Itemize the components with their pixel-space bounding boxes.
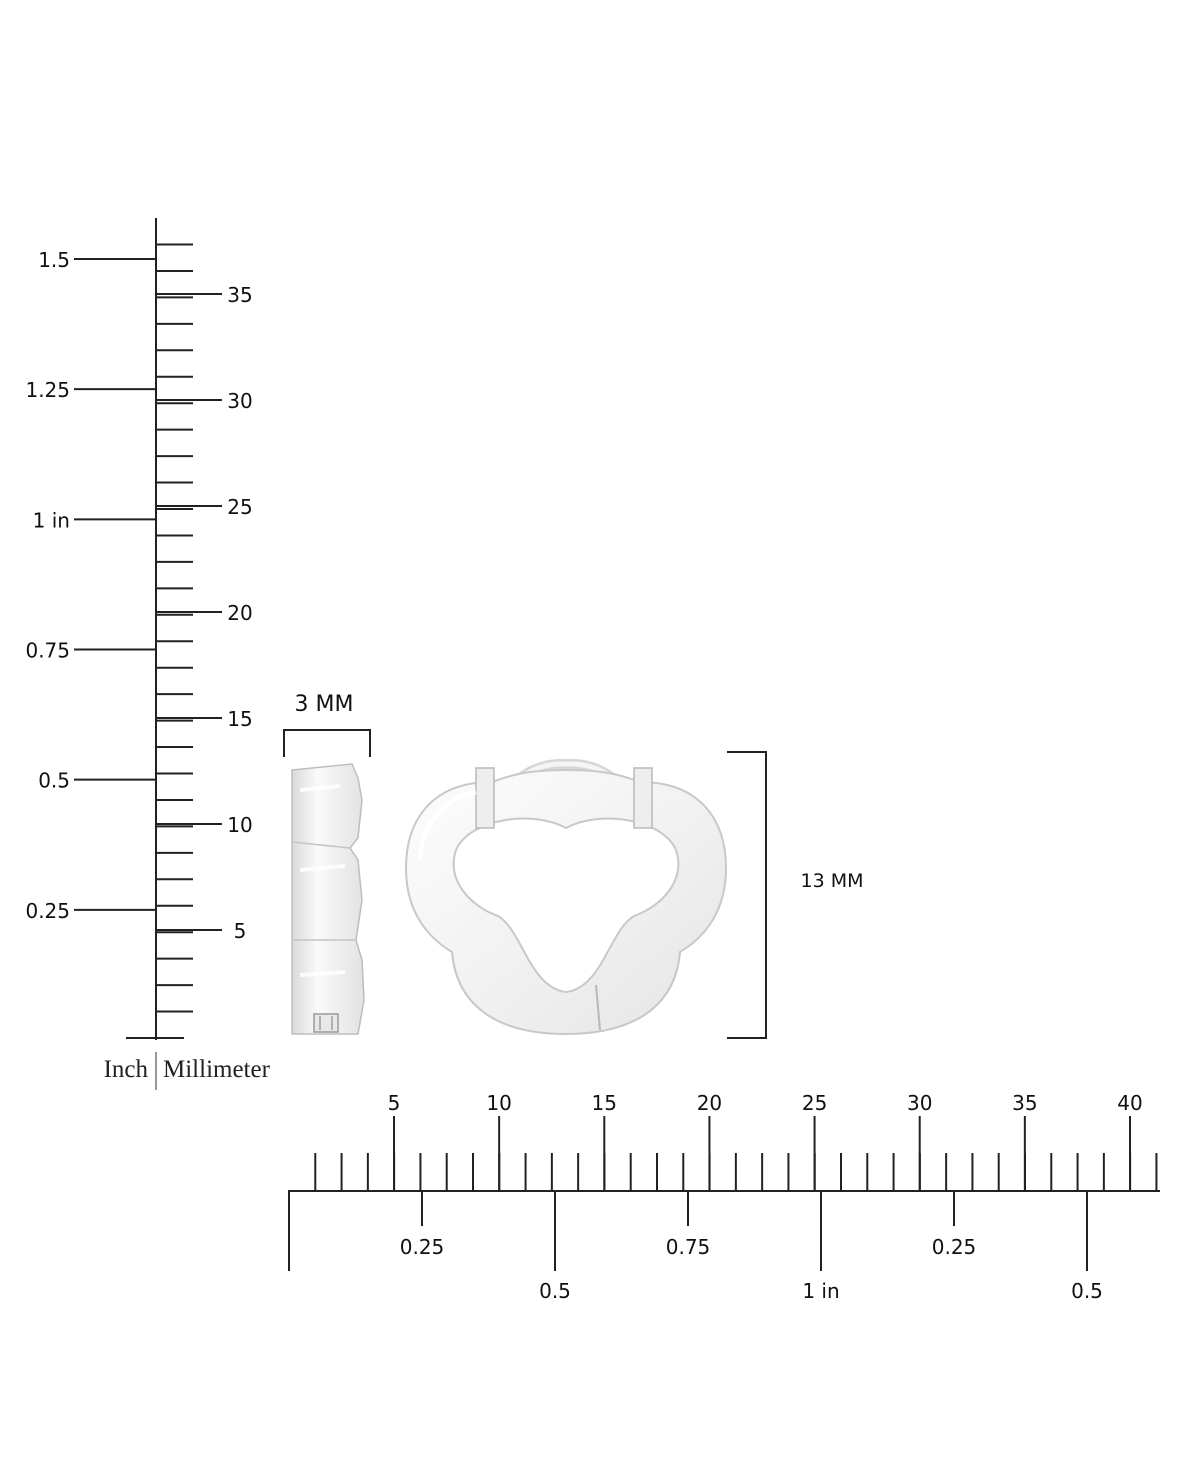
horizontal-mm-label: 30 xyxy=(907,1091,932,1115)
width-label: 3 MM xyxy=(295,692,354,717)
vertical-mm-label: 25 xyxy=(227,495,252,519)
vertical-inch-label: 0.75 xyxy=(25,639,70,663)
vertical-mm-label: 30 xyxy=(227,389,252,413)
width-dimension: 3 MM xyxy=(283,692,371,757)
vertical-ruler: 35 30 25 20 15 10 5 1.5 1.25 1 in 0.75 0.5 0.25 xyxy=(25,218,253,1040)
horizontal-mm-label: 10 xyxy=(486,1091,511,1115)
vertical-inch-label: 0.25 xyxy=(25,899,70,923)
vertical-inch-ticks: 1.5 1.25 1 in 0.75 0.5 0.25 xyxy=(25,248,156,923)
horizontal-inch-label: 0.75 xyxy=(666,1235,711,1259)
horizontal-inch-ticks: 0.25 0.5 0.75 1 in 0.25 0.5 xyxy=(400,1191,1103,1303)
vertical-mm-label: 35 xyxy=(227,283,252,307)
height-label: 13 MM xyxy=(800,870,863,892)
ruler-legend: Inch Millimeter xyxy=(104,1052,271,1090)
horizontal-mm-label: 20 xyxy=(697,1091,722,1115)
horizontal-mm-label: 15 xyxy=(592,1091,617,1115)
vertical-inch-label: 1.5 xyxy=(38,248,70,272)
horizontal-inch-label: 0.25 xyxy=(400,1235,445,1259)
legend-millimeter: Millimeter xyxy=(163,1056,271,1083)
vertical-inch-label: 1.25 xyxy=(25,378,70,402)
vertical-inch-label: 1 in xyxy=(33,508,70,532)
earring-side-view xyxy=(291,763,365,1035)
vertical-mm-label: 15 xyxy=(227,707,252,731)
horizontal-mm-label: 40 xyxy=(1117,1091,1142,1115)
horizontal-mm-ticks: 5 10 15 20 25 30 35 40 xyxy=(314,1091,1158,1191)
height-dimension: 13 MM xyxy=(727,751,864,1039)
vertical-mm-ticks: 35 30 25 20 15 10 5 xyxy=(156,243,253,1013)
horizontal-inch-label: 0.5 xyxy=(539,1279,571,1303)
horizontal-mm-label: 25 xyxy=(802,1091,827,1115)
vertical-mm-label: 10 xyxy=(227,813,252,837)
vertical-mm-label: 5 xyxy=(234,919,247,943)
earring-front-view xyxy=(404,758,728,1036)
horizontal-inch-label: 1 in xyxy=(802,1279,839,1303)
vertical-inch-label: 0.5 xyxy=(38,769,70,793)
horizontal-inch-label: 0.25 xyxy=(932,1235,977,1259)
horizontal-inch-label: 0.5 xyxy=(1071,1279,1103,1303)
legend-inch: Inch xyxy=(104,1056,149,1083)
horizontal-ruler: 5 10 15 20 25 30 35 40 0.25 0.5 0.75 1 in 0.25 0.5 xyxy=(288,1091,1160,1303)
vertical-mm-label: 20 xyxy=(227,601,252,625)
horizontal-mm-label: 35 xyxy=(1012,1091,1037,1115)
horizontal-mm-label: 5 xyxy=(388,1091,401,1115)
